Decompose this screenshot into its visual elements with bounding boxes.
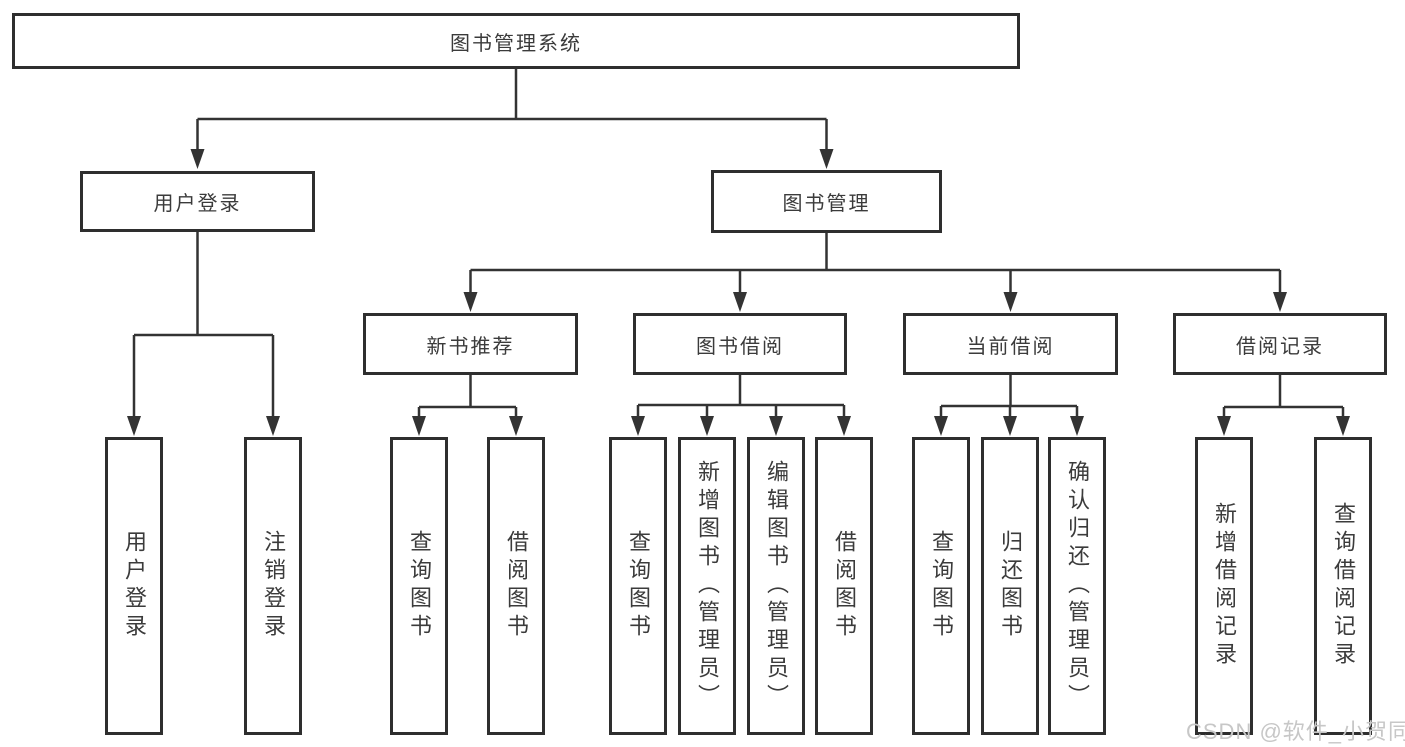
- leaf-borrow-borrow-books: 借阅图书: [815, 437, 873, 735]
- node-current-borrow: 当前借阅: [903, 313, 1118, 375]
- node-book-borrow: 图书借阅: [633, 313, 847, 375]
- leaf-current-return-books: 归还图书: [981, 437, 1039, 735]
- node-borrow-records: 借阅记录: [1173, 313, 1387, 375]
- leaf-user-login: 用户登录: [105, 437, 163, 735]
- leaf-current-query-books: 查询图书: [912, 437, 970, 735]
- leaf-records-add-record: 新增借阅记录: [1195, 437, 1253, 735]
- leaf-recommend-query-books: 查询图书: [390, 437, 448, 735]
- leaf-logout: 注销登录: [244, 437, 302, 735]
- node-book-management: 图书管理: [711, 170, 942, 233]
- leaf-borrow-add-books-admin: 新增图书（管理员）: [678, 437, 736, 735]
- leaf-borrow-edit-books-admin: 编辑图书（管理员）: [747, 437, 805, 735]
- csdn-watermark: CSDN @软件_小贺同学: [1186, 719, 1405, 744]
- node-user-login: 用户登录: [80, 171, 315, 232]
- node-new-book-recommend: 新书推荐: [363, 313, 578, 375]
- node-root-system: 图书管理系统: [12, 13, 1020, 69]
- arrowheads: [127, 149, 1350, 436]
- leaf-records-query-record: 查询借阅记录: [1314, 437, 1372, 735]
- leaf-recommend-borrow-books: 借阅图书: [487, 437, 545, 735]
- leaf-current-confirm-return-admin: 确认归还（管理员）: [1048, 437, 1106, 735]
- leaf-borrow-query-books: 查询图书: [609, 437, 667, 735]
